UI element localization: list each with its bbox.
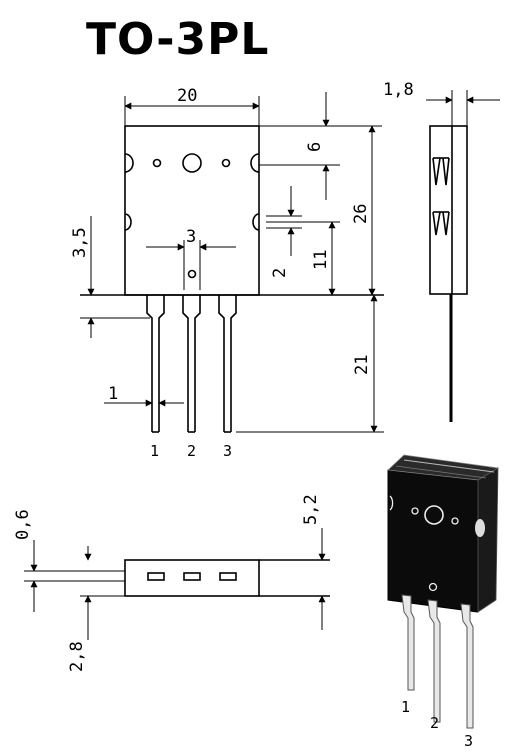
- mounting-hole-center: [182, 153, 202, 173]
- dim-lead-length: 21: [352, 355, 372, 375]
- dim-lead-pitch: 3: [186, 227, 196, 247]
- package-render: [387, 454, 500, 729]
- lead-1: [146, 295, 165, 433]
- render-pin-label-1: 1: [401, 698, 410, 716]
- lead-3: [218, 295, 237, 433]
- pin-label-3: 3: [223, 442, 232, 460]
- pin-label-2: 2: [187, 442, 196, 460]
- lead-2: [182, 295, 201, 433]
- side-body: [429, 125, 468, 295]
- bottom-view: [124, 559, 330, 597]
- dim-side-thickness: 1,8: [383, 80, 414, 100]
- front-view-labels: 20 6 26 11 2 3 3,5 21 1 1 2 3: [70, 86, 372, 460]
- render-pin-label-3: 3: [464, 732, 473, 750]
- dim-hole-offset: 6: [305, 142, 325, 152]
- dim-lead-offset: 2,8: [67, 641, 87, 672]
- package-body: [124, 125, 260, 296]
- dim-lower-height: 11: [311, 250, 331, 270]
- pin-label-1: 1: [150, 442, 159, 460]
- dim-hole-to-lead: 3,5: [70, 227, 90, 258]
- dim-lead-width: 1: [108, 384, 118, 404]
- dim-lead-thickness: 0,6: [13, 509, 33, 540]
- dim-body-depth: 5,2: [301, 494, 321, 525]
- front-view: [80, 125, 384, 433]
- dim-pin-gap: 2: [270, 268, 290, 278]
- bottom-body: [124, 559, 260, 597]
- dim-width: 20: [177, 86, 197, 106]
- render-pin-label-2: 2: [430, 714, 439, 732]
- dim-body-height: 26: [351, 204, 371, 224]
- side-view: [429, 125, 468, 295]
- package-title: TO-3PL: [86, 14, 270, 65]
